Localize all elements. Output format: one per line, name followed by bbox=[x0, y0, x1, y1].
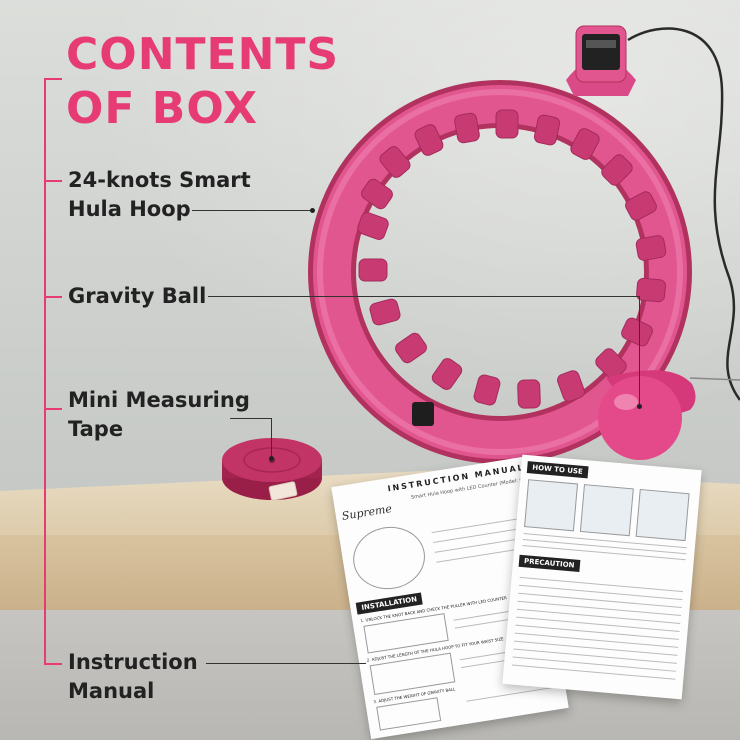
label-measuring-tape: Mini Measuring Tape bbox=[68, 386, 250, 444]
usage-photo-3 bbox=[635, 488, 690, 542]
label-measuring-tape-line2: Tape bbox=[68, 417, 124, 441]
title-line-2: OF BOX bbox=[66, 83, 259, 134]
hula-hoop bbox=[308, 80, 692, 464]
gravity-ball bbox=[598, 370, 696, 460]
leader-gravity-ball bbox=[208, 296, 640, 297]
leader-dot-measuring-tape bbox=[269, 456, 274, 461]
cable bbox=[627, 27, 740, 401]
bracket-tick-ball bbox=[44, 296, 62, 298]
leader-hula-hoop bbox=[192, 210, 312, 211]
label-measuring-tape-line1: Mini Measuring bbox=[68, 388, 250, 412]
usage-photo-1 bbox=[524, 479, 579, 532]
label-instruction-manual-line1: Instruction bbox=[68, 650, 198, 674]
leader-measuring-tape bbox=[230, 418, 272, 419]
label-hula-hoop-line1: 24-knots Smart bbox=[68, 168, 251, 192]
measuring-tape bbox=[222, 438, 322, 501]
title-line-1: CONTENTS bbox=[66, 29, 340, 80]
bracket-tick-top bbox=[44, 78, 62, 80]
how-to-use-heading: HOW TO USE bbox=[526, 461, 589, 479]
usage-photo-2 bbox=[579, 484, 634, 537]
hoop-clip bbox=[412, 402, 434, 426]
leader-dot-hula-hoop bbox=[310, 208, 315, 213]
label-gravity-ball: Gravity Ball bbox=[68, 282, 206, 311]
hoop-knots bbox=[357, 109, 667, 409]
label-gravity-ball-line1: Gravity Ball bbox=[68, 284, 207, 308]
manual-brand: Supreme bbox=[340, 502, 393, 523]
leader-dot-gravity-ball bbox=[637, 404, 642, 409]
leader-instruction-manual bbox=[206, 663, 366, 664]
leader-measuring-tape-drop bbox=[271, 418, 272, 458]
precaution-heading: PRECAUTION bbox=[518, 554, 580, 572]
bracket-tick-tape bbox=[44, 408, 62, 410]
instruction-manual-right: HOW TO USE PRECAUTION bbox=[502, 454, 702, 700]
hoop-diagram bbox=[348, 521, 430, 595]
label-hula-hoop: 24-knots Smart Hula Hoop bbox=[68, 166, 251, 224]
label-hula-hoop-line2: Hula Hoop bbox=[68, 197, 191, 221]
bracket-tick-hoop bbox=[44, 180, 62, 182]
page-title: CONTENTS OF BOX bbox=[66, 28, 339, 136]
leader-gravity-ball-drop bbox=[639, 296, 640, 406]
bracket-line bbox=[44, 78, 46, 664]
bracket-tick-manual bbox=[44, 663, 62, 665]
led-counter bbox=[566, 25, 636, 96]
string bbox=[689, 377, 740, 381]
label-instruction-manual: Instruction Manual bbox=[68, 648, 198, 706]
label-instruction-manual-line2: Manual bbox=[68, 679, 155, 703]
